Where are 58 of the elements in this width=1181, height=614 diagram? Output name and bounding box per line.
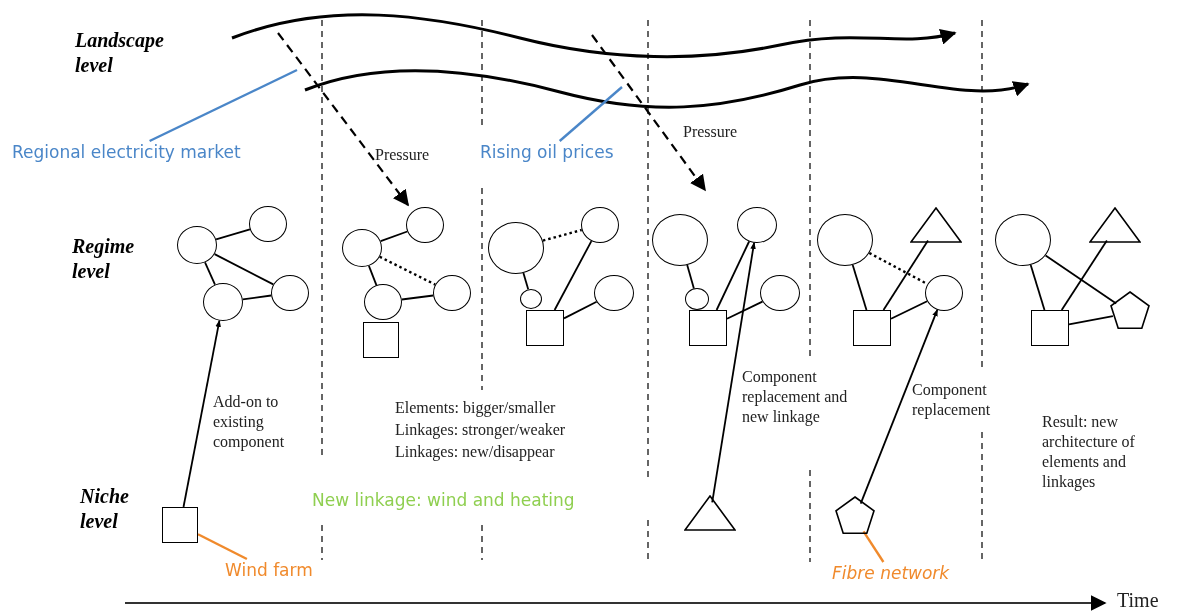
leader-line: [558, 86, 623, 142]
note-text: Linkages: new/disappear: [395, 442, 555, 462]
element-square: [853, 310, 891, 346]
linkage-line: [204, 261, 216, 286]
element-square: [363, 322, 399, 358]
arrow: [711, 241, 756, 504]
callout-label: Rising oil prices: [480, 142, 614, 163]
note-text: Elements: bigger/smaller: [395, 398, 556, 418]
element-square: [1031, 310, 1069, 346]
note-text: Component replacement: [912, 380, 992, 420]
leader-line: [197, 533, 248, 561]
element-pentagon: [832, 495, 878, 535]
callout-label: Fibre network: [832, 563, 950, 584]
note-text: Add-on to existing component: [213, 392, 286, 452]
linkage-line: [882, 239, 929, 311]
linkage-line: [715, 240, 750, 311]
note-text: Result: new architecture of elements and linkages: [1042, 412, 1136, 492]
linkage-line: [400, 294, 435, 301]
element-square: [689, 310, 727, 346]
note-text: New linkage: wind and heating: [312, 490, 575, 512]
element-square: [526, 310, 564, 346]
linkage-line: [241, 294, 273, 301]
leader-line: [862, 530, 885, 563]
element-triangle: [684, 495, 736, 531]
element-pentagon: [1107, 290, 1153, 330]
linkage-line: [542, 228, 582, 242]
element-square: [162, 507, 198, 543]
note-text: Pressure: [683, 122, 738, 142]
linkage-line: [379, 230, 409, 243]
linkage-line: [1060, 239, 1108, 311]
linkage-line: [368, 264, 378, 286]
callout-label: Wind farm: [225, 560, 313, 581]
arrow: [859, 309, 939, 505]
arrow: [182, 319, 221, 508]
linkage-line: [1068, 315, 1114, 326]
note-text: Component replacement and new linkage: [742, 367, 849, 427]
level-label: Landscape level: [75, 28, 165, 78]
linkage-line: [553, 240, 593, 311]
linkage-line: [379, 255, 436, 286]
element-triangle: [1089, 207, 1141, 243]
linkage-line: [686, 264, 695, 290]
linkage-line: [726, 300, 764, 320]
linkage-line: [522, 272, 530, 291]
linkage-line: [851, 264, 868, 311]
linkage-line: [213, 253, 275, 286]
linkage-line: [890, 300, 928, 320]
level-label: Niche level: [80, 484, 130, 534]
element-triangle: [910, 207, 962, 243]
linkage-line: [1044, 254, 1118, 305]
note-text: Pressure: [375, 145, 430, 165]
note-text: Time: [1117, 588, 1159, 613]
note-text: Linkages: stronger/weaker: [395, 420, 566, 440]
linkage-line: [1029, 264, 1046, 311]
level-label: Regime level: [72, 234, 136, 284]
leader-line: [149, 68, 298, 143]
linkage-line: [563, 300, 598, 320]
callout-label: Regional electricity market: [12, 142, 241, 163]
linkage-line: [215, 228, 251, 241]
